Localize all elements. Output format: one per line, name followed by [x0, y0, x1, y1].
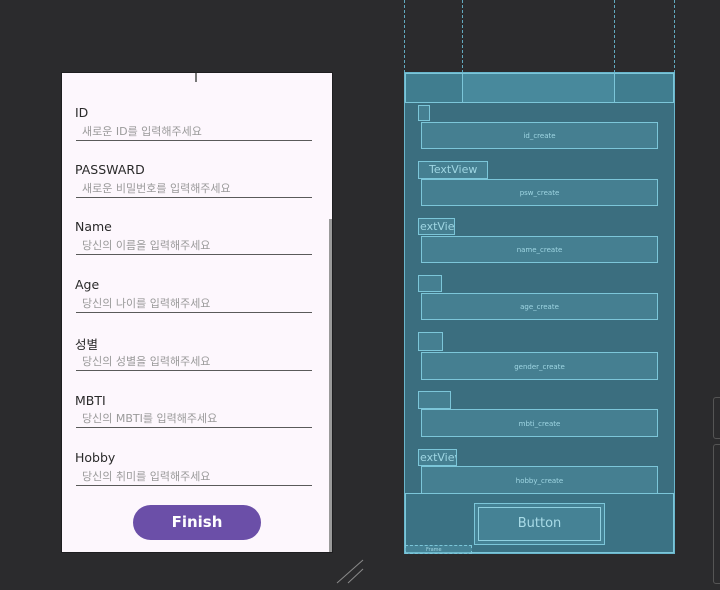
name-input[interactable]: 당신의 이름을 입력해주세요 [76, 239, 312, 255]
id-input[interactable]: 새로운 ID를 입력해주세요 [76, 125, 312, 141]
guide-line [462, 0, 463, 73]
bp-edit-id[interactable]: id_create [421, 122, 658, 149]
bp-edit-hobby[interactable]: hobby_create [421, 466, 658, 494]
gender-label: 성별 [75, 337, 99, 352]
guide-line [614, 0, 615, 73]
password-label: PASSWARD [75, 162, 145, 177]
resize-handle[interactable] [195, 73, 197, 82]
bp-edit-mbti[interactable]: mbti_create [421, 409, 658, 437]
panel-edge [713, 444, 720, 584]
id-label: ID [75, 105, 89, 120]
guide-line [404, 0, 405, 73]
bp-textview-name[interactable]: extView [418, 218, 455, 235]
guide-line [674, 0, 675, 73]
hobby-input[interactable]: 당신의 취미를 입력해주세요 [76, 470, 312, 486]
scrollbar[interactable] [329, 219, 332, 552]
bp-textview-id[interactable] [418, 105, 430, 121]
hobby-label: Hobby [75, 450, 116, 465]
design-surface: ID 새로운 ID를 입력해주세요 PASSWARD 새로운 비밀번호를 입력해… [62, 73, 332, 552]
bp-textview-password[interactable]: TextView [418, 161, 488, 179]
bp-textview-age[interactable] [418, 275, 442, 292]
name-label: Name [75, 219, 112, 234]
blueprint-surface: id_create TextView psw_create extView na… [404, 72, 675, 554]
panel-edge [713, 397, 720, 439]
bp-top-center[interactable] [462, 73, 615, 103]
bp-edit-gender[interactable]: gender_create [421, 352, 658, 380]
gender-input[interactable]: 당신의 성별을 입력해주세요 [76, 355, 312, 371]
resize-corner-icon[interactable] [334, 557, 368, 587]
bp-button[interactable]: Button [474, 503, 605, 545]
mbti-label: MBTI [75, 393, 106, 408]
bp-textview-gender[interactable] [418, 332, 443, 351]
bp-bottom-frame[interactable]: Frame [405, 545, 472, 554]
age-input[interactable]: 당신의 나이를 입력해주세요 [76, 297, 312, 313]
mbti-input[interactable]: 당신의 MBTI를 입력해주세요 [76, 412, 312, 428]
finish-button[interactable]: Finish [133, 505, 261, 540]
bp-textview-mbti[interactable] [418, 391, 451, 409]
age-label: Age [75, 277, 100, 292]
bp-edit-age[interactable]: age_create [421, 293, 658, 320]
bp-textview-hobby[interactable]: extView [418, 449, 457, 466]
bp-edit-name[interactable]: name_create [421, 236, 658, 263]
bp-edit-password[interactable]: psw_create [421, 179, 658, 206]
password-input[interactable]: 새로운 비밀번호를 입력해주세요 [76, 182, 312, 198]
